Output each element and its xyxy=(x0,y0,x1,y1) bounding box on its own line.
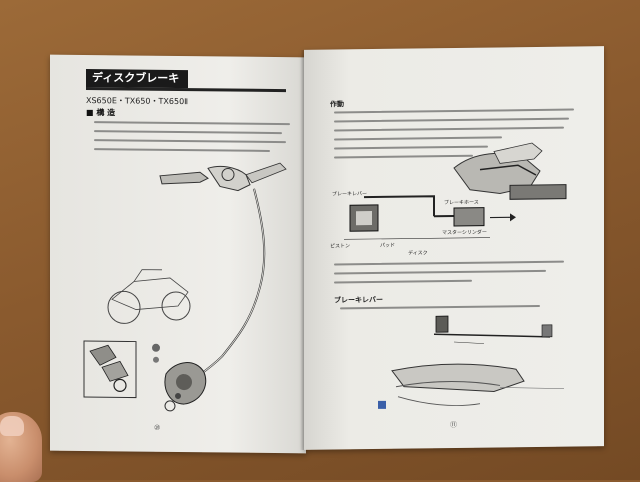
motorcycle-sketch xyxy=(107,269,191,324)
diagram-label: ブレーキホース xyxy=(444,199,479,206)
text-line xyxy=(334,269,546,275)
diagram-label: ディスク xyxy=(408,249,428,256)
right-page: 作動 xyxy=(304,46,604,450)
hydraulic-schematic xyxy=(344,195,516,240)
lever-adjustment-diagram xyxy=(378,315,565,409)
diagram-label: ブレーキレバー xyxy=(332,190,367,197)
caliper-exploded-view xyxy=(83,340,207,412)
brake-system-illustration xyxy=(83,162,287,412)
body-text xyxy=(334,260,564,291)
lever-hand-illustration xyxy=(453,142,567,200)
subsection-heading: ブレーキレバー xyxy=(334,295,383,305)
page-number: ⑪ xyxy=(450,420,457,430)
diagram-label: ピストン xyxy=(330,243,350,249)
diagram-label: パッド xyxy=(380,243,395,249)
text-line xyxy=(334,279,472,284)
brake-operation-diagrams: ブレーキレバー ブレーキホース マスターシリンダー ピストン パッド ディスク xyxy=(330,142,567,409)
thumbnail xyxy=(0,416,24,436)
page-number: ⑩ xyxy=(154,423,161,432)
thumb xyxy=(0,412,42,482)
blue-marker xyxy=(378,400,386,409)
left-page: ディスクブレーキ XS650E・TX650・TX650Ⅱ ■ 構 造 xyxy=(50,54,306,454)
diagram-label: マスターシリンダー xyxy=(442,229,487,237)
